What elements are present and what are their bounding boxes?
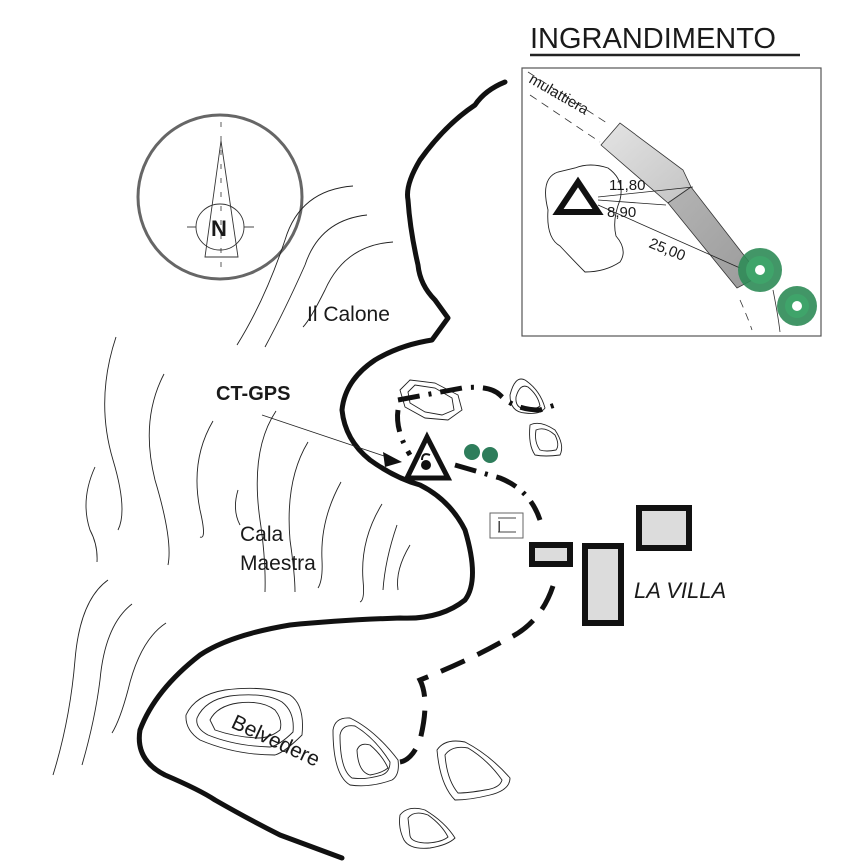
- tree-icon: [482, 447, 498, 463]
- distance-line: [597, 186, 694, 198]
- survey-point-triangle: [552, 176, 604, 215]
- trail-to-point: [395, 409, 413, 457]
- inset-title: INGRANDIMENTO: [530, 23, 776, 55]
- north-label: N: [211, 216, 227, 241]
- tree-icon: [777, 286, 817, 326]
- distance-label-2: 8,90: [607, 204, 636, 221]
- arrow-head-icon: [383, 452, 402, 467]
- tree-icon: [738, 248, 782, 292]
- building-small: [529, 542, 573, 567]
- trail-south: [399, 585, 556, 765]
- compass-needle: [204, 140, 239, 258]
- ct-gps-leader-line: [261, 414, 388, 458]
- trail-north: [397, 384, 559, 413]
- mule-track-edge: [739, 299, 753, 331]
- distance-line: [597, 199, 667, 206]
- place-label-maestra: Maestra: [240, 552, 316, 575]
- structure-symbol: [489, 512, 524, 539]
- place-label-ct-gps: CT-GPS: [216, 383, 290, 405]
- coastline: [136, 79, 508, 861]
- slope-contours: [52, 185, 411, 776]
- inset-enlargement: mulattiera 11,80 8,90 25,00: [521, 67, 822, 337]
- north-arrow-compass: N: [136, 113, 304, 281]
- distance-line: [597, 204, 741, 269]
- survey-point-triangle: [402, 431, 453, 481]
- hill-contours: [185, 378, 563, 849]
- trail-east: [454, 462, 543, 521]
- rock-outline: [545, 164, 624, 273]
- place-label-belvedere: Belvedere: [228, 711, 323, 772]
- structure-glyph: I: [497, 519, 501, 536]
- building-long: [582, 543, 624, 626]
- compass-ring: [136, 113, 304, 281]
- building-square: [636, 505, 692, 551]
- distance-label-1: 11,80: [609, 177, 645, 194]
- tree-icon: [464, 444, 480, 460]
- ct-gps-marker: [402, 431, 453, 481]
- mule-track-edge: [527, 71, 611, 126]
- mule-track-edge: [529, 94, 601, 143]
- mule-track-edge: [772, 289, 781, 333]
- place-label-il-calone: Il Calone: [307, 303, 390, 326]
- place-label-la-villa: LA VILLA: [634, 578, 726, 603]
- place-label-cala: Cala: [240, 523, 284, 546]
- road-segment-lower: [667, 186, 761, 289]
